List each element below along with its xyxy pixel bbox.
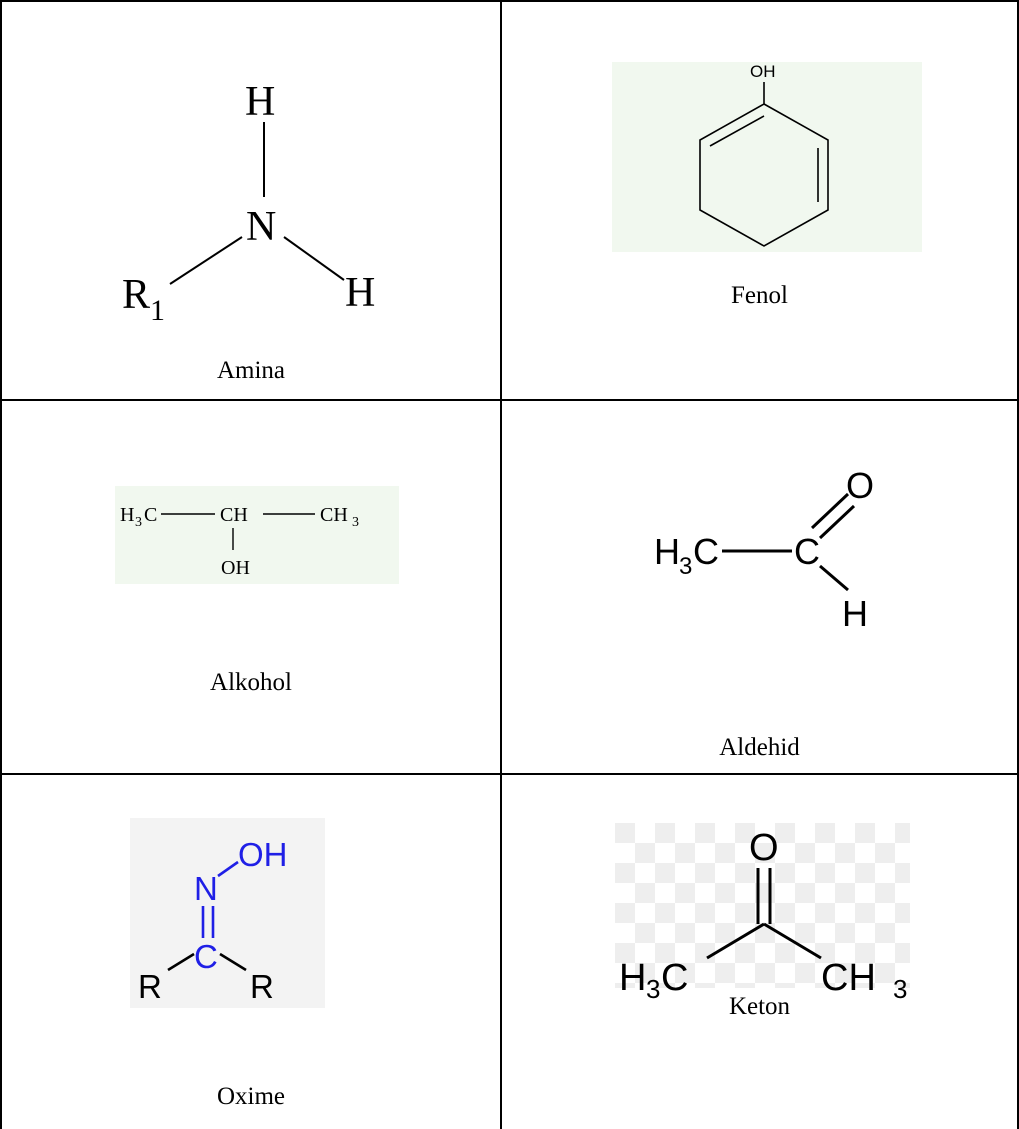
- ketone-checker-background: [615, 823, 910, 988]
- ketone-left-h: H: [619, 957, 646, 999]
- ketone-right-ch: CH: [821, 957, 876, 999]
- table-row-divider-1: [0, 399, 1019, 401]
- aldehyde-structure: H 3 C C O H: [654, 465, 874, 634]
- cell-aldehid: H 3 C C O H Aldehid: [502, 401, 1017, 773]
- fenol-image-panel: [612, 62, 922, 252]
- alcohol-left-subscript: 3: [135, 515, 142, 530]
- alcohol-oh: OH: [221, 557, 250, 579]
- table-border-top: [0, 0, 1019, 2]
- ketone-right-subscript: 3: [893, 974, 907, 1004]
- ketone-structure: O H 3 C CH 3: [619, 827, 907, 1004]
- oxime-n: N: [194, 870, 218, 907]
- cell-alkohol: H 3 C CH CH 3 OH Alkohol: [2, 401, 500, 773]
- amine-r-subscript: 1: [150, 294, 165, 327]
- amine-structure: H N R 1 H: [122, 79, 375, 327]
- aldehyde-o: O: [846, 465, 874, 506]
- aldehyde-subscript: 3: [679, 553, 692, 580]
- oxime-c: C: [194, 938, 218, 975]
- table-border-left: [0, 0, 2, 1129]
- amine-r: R: [122, 272, 150, 318]
- ketone-o: O: [749, 827, 779, 869]
- cell-amina: H N R 1 H Amina: [2, 2, 500, 399]
- oxime-r-right: R: [250, 968, 274, 1005]
- alcohol-right-ch: CH: [320, 504, 348, 526]
- caption-aldehid: Aldehid: [719, 734, 800, 761]
- aldehyde-c1: C: [693, 531, 719, 572]
- ketone-left-subscript: 3: [646, 974, 660, 1004]
- cell-keton: O H 3 C CH 3 Keton: [502, 775, 1017, 1129]
- alcohol-left-c: C: [144, 504, 157, 526]
- table-column-divider: [500, 0, 502, 1129]
- table-border-right: [1017, 0, 1019, 1129]
- aldehyde-h: H: [654, 531, 680, 572]
- oxime-structure: OH N C R R: [138, 836, 288, 1005]
- alkohol-image-panel: [115, 486, 399, 584]
- oxime-image-panel: [130, 818, 325, 1008]
- aldehyde-c2: C: [794, 531, 820, 572]
- cell-oxime: OH N C R R Oxime: [2, 775, 500, 1129]
- phenol-structure: OH: [699, 62, 829, 247]
- aldehyde-h2: H: [842, 593, 868, 634]
- alcohol-left-h: H: [120, 504, 134, 526]
- table-row-divider-2: [0, 773, 1019, 775]
- caption-fenol: Fenol: [731, 282, 788, 309]
- caption-amina: Amina: [216, 357, 286, 384]
- alcohol-mid-ch: CH: [220, 504, 248, 526]
- amine-n: N: [246, 204, 276, 250]
- cell-fenol: OH Fenol: [502, 2, 1017, 399]
- oxime-oh: OH: [238, 836, 288, 873]
- ketone-left-c: C: [661, 957, 688, 999]
- amine-h-right: H: [345, 270, 375, 316]
- caption-oxime: Oxime: [216, 1083, 286, 1110]
- alcohol-right-subscript: 3: [352, 515, 359, 530]
- caption-alkohol: Alkohol: [210, 669, 292, 696]
- oxime-r-left: R: [138, 968, 162, 1005]
- alcohol-structure: H 3 C CH CH 3 OH: [120, 504, 359, 579]
- amine-h-top: H: [245, 79, 275, 125]
- phenol-oh: OH: [750, 62, 776, 81]
- caption-keton: Keton: [728, 993, 791, 1020]
